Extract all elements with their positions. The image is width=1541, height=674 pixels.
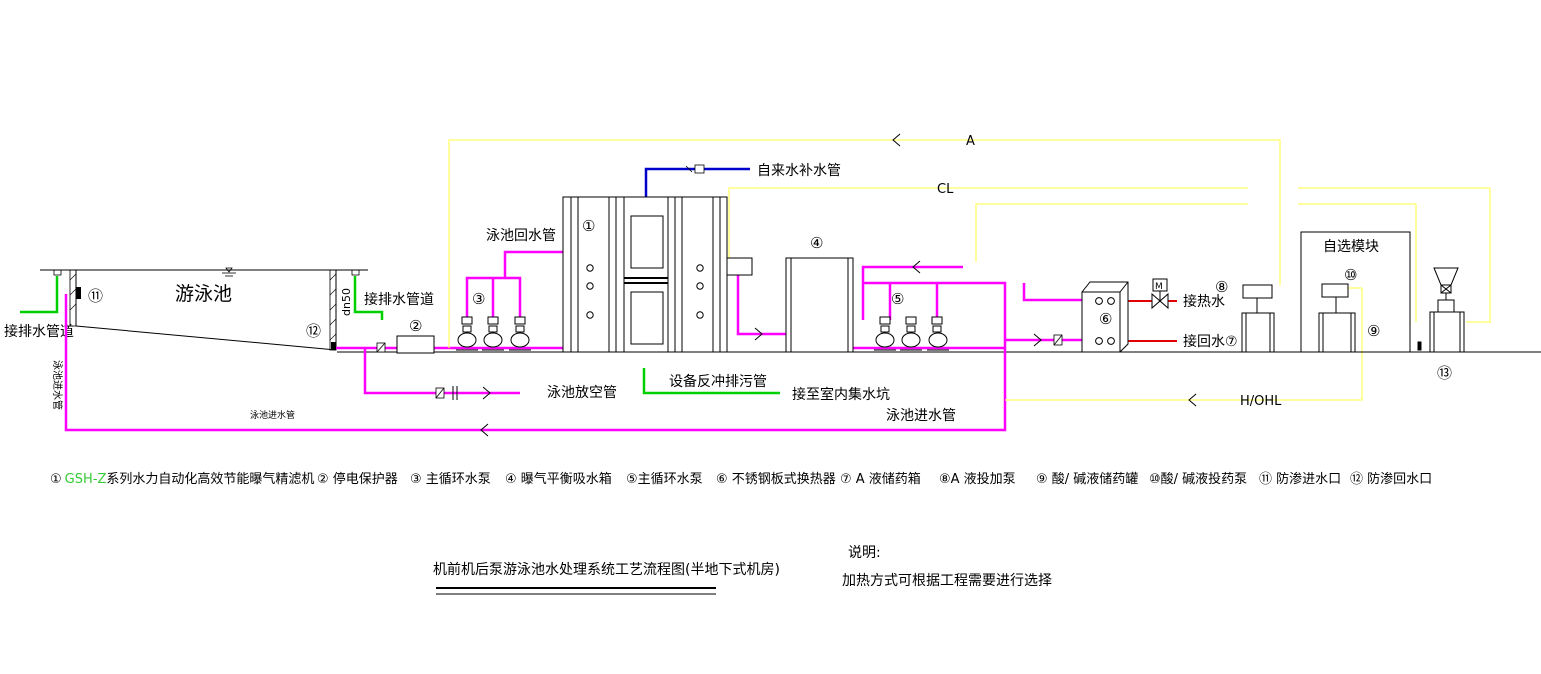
legend-item-10: ⑩酸/ 碱液投药泵 xyxy=(1149,471,1247,487)
note-text: 加热方式可根据工程需要进行选择 xyxy=(842,573,1052,589)
pool-return-label: 泳池回水管 xyxy=(486,228,556,244)
drain-label-left: 接排水管道 xyxy=(4,323,74,340)
marker-2: ② xyxy=(409,317,422,335)
valve-pool-empty xyxy=(435,386,458,400)
pump-group-3 xyxy=(456,316,531,351)
legend-item-6: ⑥ 不锈钢板式换热器 xyxy=(716,472,836,487)
marker-5: ⑤ xyxy=(891,290,904,308)
motor-label: M xyxy=(1155,282,1163,292)
legend-item-9: ⑨ 酸/ 碱液储药罐 xyxy=(1036,472,1138,487)
legend-item-12: ⑫ 防渗回水口 xyxy=(1350,471,1432,487)
pump-group-5 xyxy=(874,316,949,351)
line-cl-label: CL xyxy=(937,182,954,197)
a-liquid-tank xyxy=(1241,284,1275,353)
line-a-label: A xyxy=(966,134,975,149)
line-hohl-label: H/OHL xyxy=(1240,394,1282,409)
marker-12: ⑫ xyxy=(306,322,321,340)
valve-before-protector xyxy=(376,342,386,353)
legend-item-8: ⑧A 液投加泵 xyxy=(939,471,1016,487)
legend-item-1-text: 系列水力自动化高效节能曝气精滤机 xyxy=(106,471,314,487)
marker-13: ⑬ xyxy=(1437,364,1452,382)
dn50-label: dn50 xyxy=(340,288,353,316)
hot-water-label: 接热水 xyxy=(1183,293,1225,310)
backwash-label: 设备反冲排污管 xyxy=(669,373,767,390)
marker-9: ⑨ xyxy=(1367,322,1380,340)
check-valve-tap xyxy=(685,164,705,174)
return-water-label: 接回水⑦ xyxy=(1183,333,1238,350)
legend-item-5: ⑤主循环水泵 xyxy=(626,472,703,487)
pool-empty-label: 泳池放空管 xyxy=(547,385,617,401)
chemical-hopper xyxy=(1417,267,1465,353)
filter-outlet-box xyxy=(726,257,753,276)
legend-item-7: ⑦ A 液储药箱 xyxy=(840,471,921,487)
marker-4: ④ xyxy=(810,234,823,252)
valve-heat-exchanger-inlet xyxy=(1053,334,1063,346)
drawing-title: 机前机后泵游泳池水处理系统工艺流程图(半地下式机房) xyxy=(433,561,780,578)
legend-item-2: ② 停电保护器 xyxy=(317,471,398,487)
optional-module-label: 自选模块 xyxy=(1323,239,1379,255)
pool-inlet-label: 泳池进水管 xyxy=(886,408,956,424)
pool-inlet-small-label: 泳池进水管 xyxy=(250,409,295,421)
drain-pipe-right xyxy=(353,276,384,320)
legend-item-1-num: ① xyxy=(50,472,62,487)
power-protector xyxy=(396,335,435,354)
legend-item-11: ⑪ 防渗进水口 xyxy=(1259,471,1341,487)
legend-item-3: ③ 主循环水泵 xyxy=(410,472,491,487)
marker-1: ① xyxy=(582,217,595,235)
note-heading: 说明: xyxy=(848,545,881,561)
pool-inlet-vertical-label: 泳池进水管 xyxy=(51,360,64,410)
balance-tank xyxy=(785,257,854,353)
motorized-valve xyxy=(1151,278,1169,310)
tap-water-label: 自来水补水管 xyxy=(757,163,841,179)
marker-11: ⑪ xyxy=(88,287,103,305)
marker-10: ⑩ xyxy=(1344,266,1357,284)
marker-3: ③ xyxy=(472,290,485,308)
flow-arrows xyxy=(480,133,1197,437)
plate-heat-exchanger xyxy=(1081,281,1129,353)
yellow-signal-lines xyxy=(448,139,1491,401)
marker-8: ⑧ xyxy=(1215,278,1228,296)
marker-6: ⑥ xyxy=(1099,310,1112,328)
drain-pipe-left xyxy=(20,276,59,314)
backwash-pipe xyxy=(642,368,780,395)
main-flow-piping xyxy=(64,250,1097,432)
legend-item-4: ④ 曝气平衡吸水箱 xyxy=(505,471,612,487)
pool-label: 游泳池 xyxy=(175,283,232,305)
swimming-pool xyxy=(40,267,368,351)
tap-water-pipe xyxy=(644,167,750,197)
acid-alkali-tank xyxy=(1318,283,1356,353)
drain-label-right: 接排水管道 xyxy=(364,291,434,308)
sump-label: 接至室内集水坑 xyxy=(792,386,890,403)
legend-item-1-model: GSH-Z xyxy=(65,472,107,487)
